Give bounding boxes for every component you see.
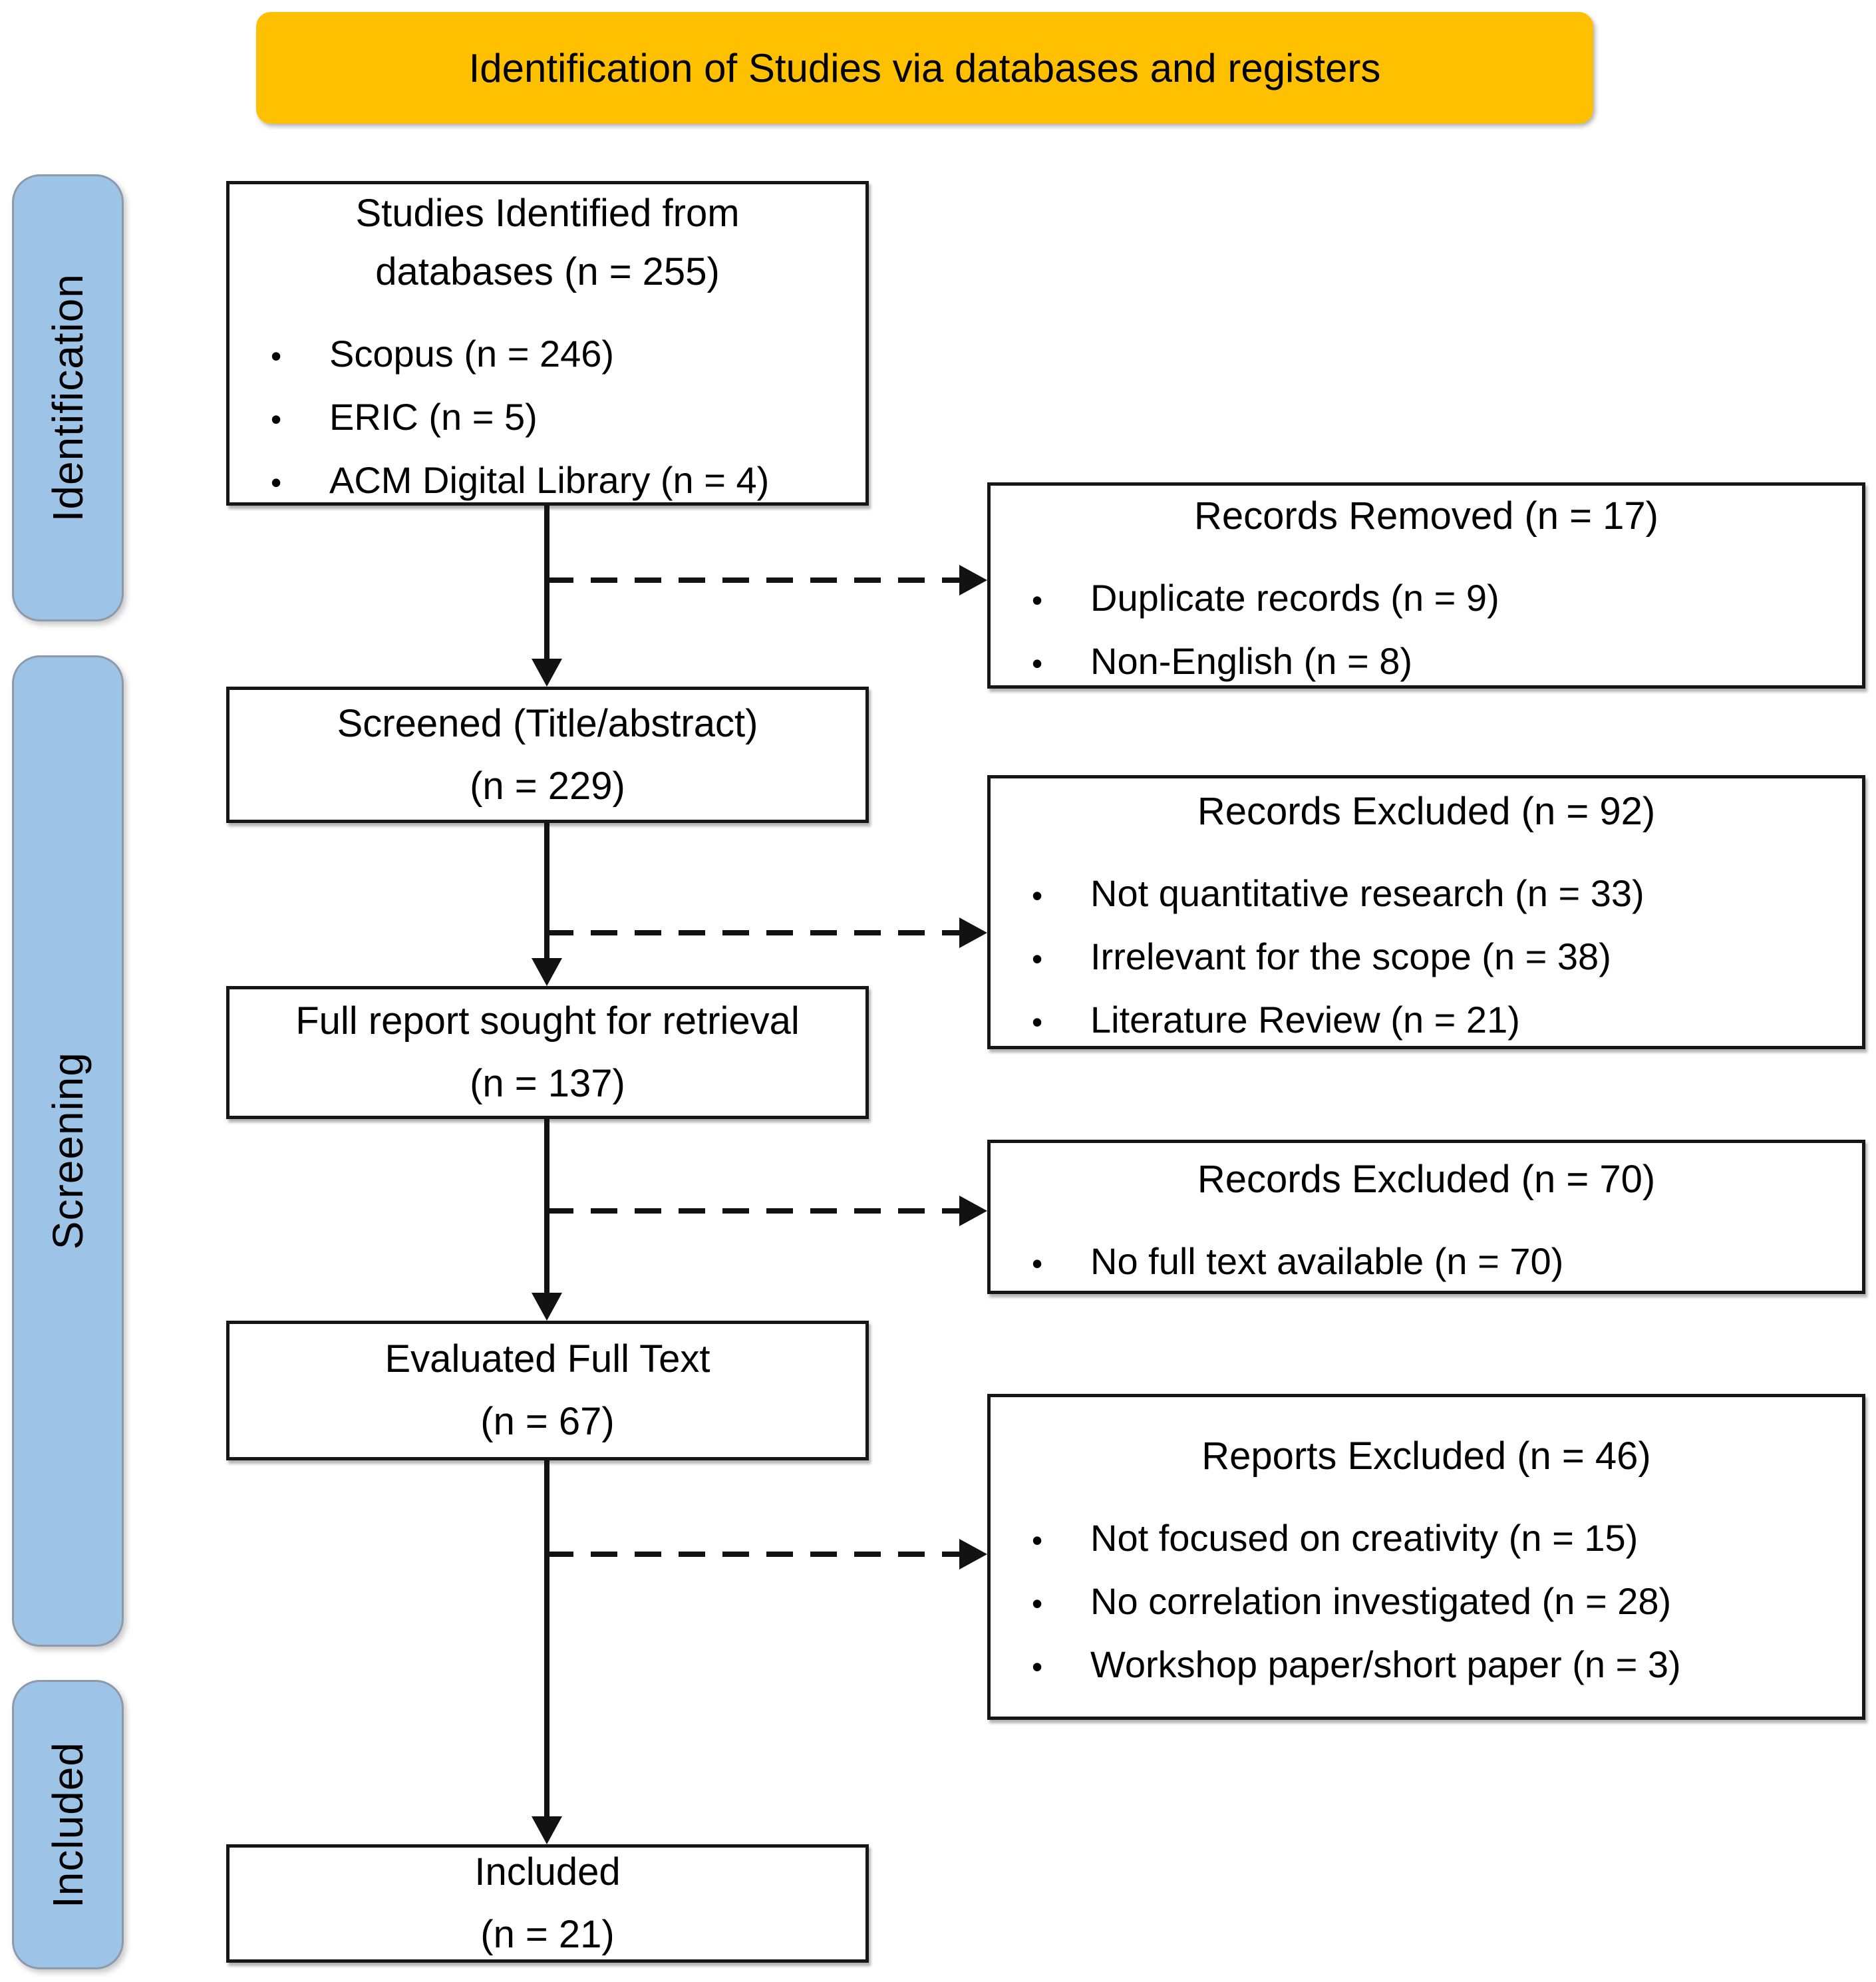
stage-rail-identification: Identification — [12, 174, 124, 621]
dashed-connector-to-reports-excluded-46 — [547, 1552, 963, 1557]
arrow-down-icon — [532, 1816, 562, 1844]
bullet-item: • No correlation investigated (n = 28) — [1032, 1579, 1849, 1624]
bullet-dot-icon: • — [271, 401, 282, 436]
title-line: Studies Identified from — [355, 191, 740, 235]
exclusion-box-title: Records Removed (n = 17) — [1194, 494, 1658, 538]
bullet-text: No full text available (n = 70) — [1090, 1239, 1564, 1282]
flow-box-evaluated-full-text: Evaluated Full Text (n = 67) — [226, 1321, 869, 1460]
bullet-text: ACM Digital Library (n = 4) — [329, 458, 770, 501]
bullet-text: Literature Review (n = 21) — [1090, 998, 1520, 1041]
bullet-item: • No full text available (n = 70) — [1032, 1239, 1849, 1284]
arrow-down-icon — [532, 958, 562, 986]
bullet-text: Not focused on creativity (n = 15) — [1090, 1516, 1639, 1559]
dashed-connector-to-records-excluded-92 — [547, 930, 963, 935]
bullet-text: Scopus (n = 246) — [329, 332, 615, 375]
bullet-text: ERIC (n = 5) — [329, 395, 538, 438]
connector-line-fullreport-to-evaluated — [544, 1119, 549, 1297]
flow-box-bullet-list: • Scopus (n = 246) • ERIC (n = 5) • ACM Dig… — [230, 313, 865, 503]
arrow-down-icon — [532, 1293, 562, 1321]
banner-label: Identification of Studies via databases … — [468, 45, 1381, 90]
arrow-right-icon — [959, 917, 987, 948]
arrow-down-icon — [532, 659, 562, 687]
title-line: Included — [474, 1850, 621, 1894]
bullet-dot-icon: • — [1032, 583, 1043, 617]
arrow-right-icon — [959, 1196, 987, 1226]
exclusion-box-title: Records Excluded (n = 70) — [1197, 1157, 1656, 1201]
bullet-dot-icon: • — [1032, 1522, 1043, 1558]
bullet-dot-icon: • — [1032, 1585, 1043, 1621]
exclusion-box-records-removed: Records Removed (n = 17) • Duplicate reco… — [987, 482, 1865, 689]
exclusion-box-records-excluded-92: Records Excluded (n = 92) • Not quantitat… — [987, 775, 1865, 1049]
bullet-item: • ACM Digital Library (n = 4) — [271, 458, 852, 503]
bullet-item: • Not quantitative research (n = 33) — [1032, 872, 1849, 916]
flow-box-included: Included (n = 21) — [226, 1844, 869, 1963]
bullet-item: • Non-English (n = 8) — [1032, 641, 1849, 684]
dashed-connector-to-records-removed — [547, 578, 963, 583]
bullet-item: • Literature Review (n = 21) — [1032, 999, 1849, 1043]
bullet-dot-icon: • — [271, 338, 282, 373]
bullet-item: • Duplicate records (n = 9) — [1032, 578, 1849, 621]
arrow-right-icon — [959, 1539, 987, 1569]
banner-identification-of-studies: Identification of Studies via databases … — [256, 12, 1593, 124]
exclusion-bullet-list: • Not quantitative research (n = 33) • Irr… — [991, 853, 1862, 1043]
bullet-dot-icon: • — [1032, 1245, 1043, 1281]
exclusion-box-reports-excluded-46: Reports Excluded (n = 46) • Not focused o… — [987, 1394, 1865, 1720]
title-line: (n = 67) — [480, 1400, 615, 1443]
bullet-text: Irrelevant for the scope (n = 38) — [1090, 935, 1611, 977]
flow-box-studies-identified: Studies Identified from databases (n = 2… — [226, 181, 869, 506]
exclusion-box-records-excluded-70: Records Excluded (n = 70) • No full text … — [987, 1140, 1865, 1294]
connector-line-screened-to-fullreport — [544, 823, 549, 962]
flow-box-full-report-sought: Full report sought for retrieval (n = 13… — [226, 986, 869, 1119]
title-line: databases (n = 255) — [375, 249, 720, 293]
bullet-text: Workshop paper/short paper (n = 3) — [1090, 1643, 1681, 1685]
bullet-item: • Workshop paper/short paper (n = 3) — [1032, 1643, 1849, 1687]
bullet-dot-icon: • — [1032, 1649, 1043, 1684]
title-line: Screened (Title/abstract) — [337, 701, 758, 745]
flow-box-title: Studies Identified from databases (n = 2… — [230, 184, 865, 301]
bullet-dot-icon: • — [1032, 646, 1043, 681]
exclusion-box-title: Records Excluded (n = 92) — [1197, 789, 1656, 833]
exclusion-bullet-list: • Duplicate records (n = 9) • Non-English … — [991, 558, 1862, 684]
stage-rail-included: Included — [12, 1680, 124, 1969]
bullet-dot-icon: • — [1032, 941, 1043, 976]
dashed-connector-to-records-excluded-70 — [547, 1208, 963, 1214]
bullet-dot-icon: • — [1032, 878, 1043, 913]
title-line: (n = 21) — [480, 1913, 615, 1956]
bullet-dot-icon: • — [271, 464, 282, 500]
bullet-text: No correlation investigated (n = 28) — [1090, 1579, 1672, 1622]
bullet-item: • Irrelevant for the scope (n = 38) — [1032, 935, 1849, 979]
bullet-text: Duplicate records (n = 9) — [1090, 577, 1499, 619]
arrow-right-icon — [959, 565, 987, 595]
title-line: Full report sought for retrieval — [295, 999, 800, 1043]
title-line: Evaluated Full Text — [385, 1337, 710, 1381]
stage-label-included: Included — [44, 1741, 92, 1908]
title-line: (n = 229) — [470, 764, 625, 808]
bullet-dot-icon: • — [1032, 1004, 1043, 1039]
exclusion-bullet-list: • No full text available (n = 70) — [991, 1221, 1862, 1284]
bullet-item: • Scopus (n = 246) — [271, 333, 852, 377]
connector-line-evaluated-to-included — [544, 1460, 549, 1820]
title-line: (n = 137) — [470, 1062, 625, 1105]
flow-box-screened: Screened (Title/abstract) (n = 229) — [226, 687, 869, 823]
bullet-text: Non-English (n = 8) — [1090, 640, 1413, 682]
stage-rail-screening: Screening — [12, 655, 124, 1647]
stage-label-identification: Identification — [44, 273, 92, 522]
stage-label-screening: Screening — [44, 1052, 92, 1250]
exclusion-box-title: Reports Excluded (n = 46) — [1201, 1434, 1651, 1478]
exclusion-bullet-list: • Not focused on creativity (n = 15) • No … — [991, 1498, 1862, 1687]
bullet-text: Not quantitative research (n = 33) — [1090, 872, 1644, 914]
connector-line-identified-to-screened — [544, 504, 549, 663]
bullet-item: • ERIC (n = 5) — [271, 395, 852, 440]
bullet-item: • Not focused on creativity (n = 15) — [1032, 1516, 1849, 1561]
